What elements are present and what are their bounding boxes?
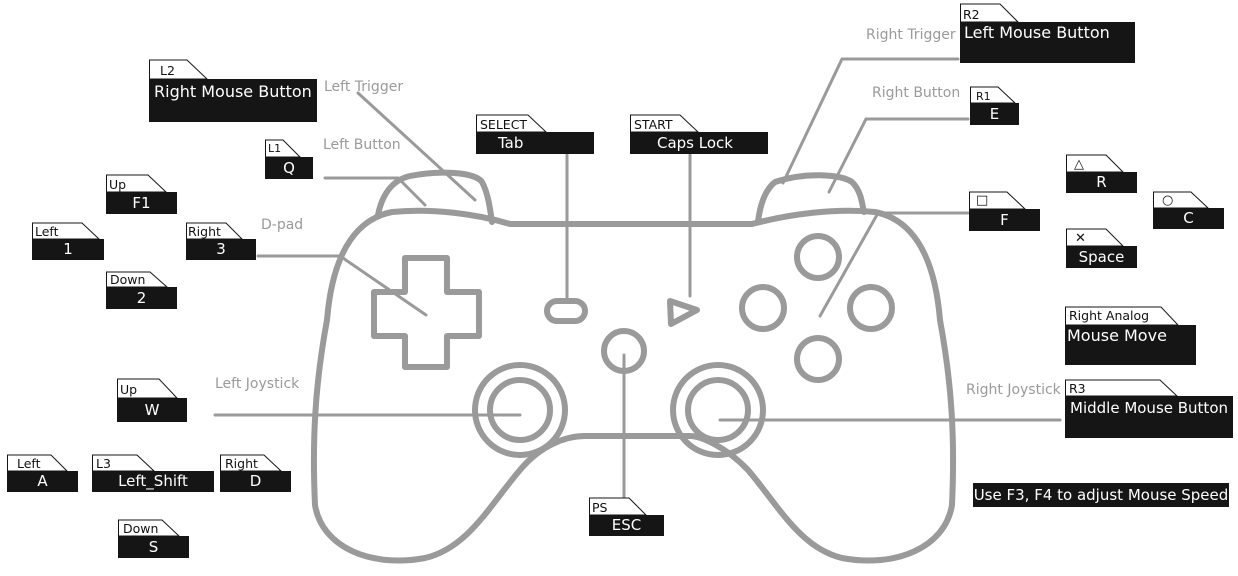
start-outline bbox=[667, 298, 700, 327]
label-right-analog-tag: Right Analog bbox=[1069, 308, 1150, 323]
label-l3-key: Left_Shift bbox=[92, 471, 214, 492]
label-dpad-up-key: F1 bbox=[106, 192, 177, 214]
mouse-speed-note: Use F3, F4 to adjust Mouse Speed bbox=[973, 483, 1229, 507]
label-select-tag: SELECT bbox=[480, 117, 528, 132]
triangle-outline bbox=[794, 233, 842, 281]
controller-body bbox=[310, 207, 957, 564]
cross-symbol-icon: ✕ bbox=[1075, 231, 1086, 246]
label-r1-tag: R1 bbox=[976, 90, 991, 103]
label-ps-key: ESC bbox=[589, 515, 664, 536]
label-circle-key: C bbox=[1153, 208, 1224, 229]
leader-l1 bbox=[323, 176, 427, 207]
leader-face bbox=[818, 211, 970, 318]
caption-right-button: Right Button bbox=[872, 85, 961, 101]
right-shoulder bbox=[755, 172, 867, 225]
label-dpad-down-key: 2 bbox=[106, 287, 177, 309]
left-stick-inner bbox=[487, 377, 553, 443]
left-shoulder bbox=[375, 169, 495, 225]
label-cross-key: Space bbox=[1066, 246, 1137, 268]
select-outline bbox=[544, 298, 588, 324]
label-r2-key: Left Mouse Button bbox=[960, 22, 1135, 63]
label-l2-key: Right Mouse Button bbox=[149, 79, 317, 122]
leader-dpad bbox=[256, 254, 428, 317]
label-l1-tag: L1 bbox=[268, 142, 282, 155]
label-dpad-down-tag: Down bbox=[110, 272, 146, 287]
label-r3-tag: R3 bbox=[1069, 381, 1086, 396]
label-square-key: F bbox=[969, 209, 1040, 231]
label-start-tag: START bbox=[634, 117, 673, 132]
caption-left-button: Left Button bbox=[323, 137, 401, 153]
square-symbol-icon: □ bbox=[976, 193, 989, 208]
label-right-analog-key: Mouse Move bbox=[1065, 325, 1196, 365]
label-stick-right-tag: Right bbox=[225, 456, 258, 471]
label-stick-right-key: D bbox=[220, 471, 291, 492]
leader-l2 bbox=[356, 91, 477, 202]
leader-r2 bbox=[781, 57, 960, 185]
left-stick-outer bbox=[472, 362, 568, 458]
label-stick-left-tag: Left bbox=[17, 456, 41, 471]
label-stick-left-key: A bbox=[7, 471, 78, 492]
label-l2-tag: L2 bbox=[160, 63, 175, 78]
square-outline bbox=[739, 284, 787, 332]
triangle-symbol-icon: △ bbox=[1074, 157, 1084, 172]
label-triangle-key: R bbox=[1066, 172, 1137, 193]
label-ps-tag: PS bbox=[592, 500, 608, 515]
caption-left-joystick: Left Joystick bbox=[215, 376, 300, 392]
label-l3-tag: L3 bbox=[96, 456, 111, 471]
caption-dpad: D-pad bbox=[261, 217, 304, 233]
label-select-key: Tab bbox=[476, 132, 594, 154]
label-stick-down-key: S bbox=[118, 536, 189, 558]
dpad-outline bbox=[371, 255, 482, 370]
caption-right-joystick: Right Joystick bbox=[966, 382, 1061, 398]
label-start-key: Caps Lock bbox=[630, 132, 768, 154]
label-r3-key: Middle Mouse Button bbox=[1065, 396, 1233, 438]
label-stick-up-tag: Up bbox=[120, 382, 138, 397]
circle-symbol-icon: ○ bbox=[1162, 193, 1174, 208]
label-stick-down-tag: Down bbox=[123, 521, 159, 536]
label-r1-key: E bbox=[970, 103, 1019, 125]
label-l1-key: Q bbox=[265, 157, 313, 179]
cross-outline bbox=[794, 335, 842, 383]
label-dpad-up-tag: Up bbox=[109, 177, 127, 192]
label-dpad-right-tag: Right bbox=[188, 224, 221, 239]
label-dpad-right-key: 3 bbox=[186, 239, 256, 260]
caption-left-trigger: Left Trigger bbox=[324, 79, 404, 95]
leader-r1 bbox=[827, 117, 970, 194]
label-stick-up-key: W bbox=[117, 398, 187, 422]
label-dpad-left-tag: Left bbox=[35, 224, 59, 239]
label-r2-tag: R2 bbox=[963, 7, 980, 22]
circle-outline bbox=[847, 284, 895, 332]
right-stick-inner bbox=[685, 377, 751, 443]
caption-right-trigger: Right Trigger bbox=[866, 27, 956, 43]
right-stick-outer bbox=[670, 362, 766, 458]
label-dpad-left-key: 1 bbox=[32, 239, 104, 260]
